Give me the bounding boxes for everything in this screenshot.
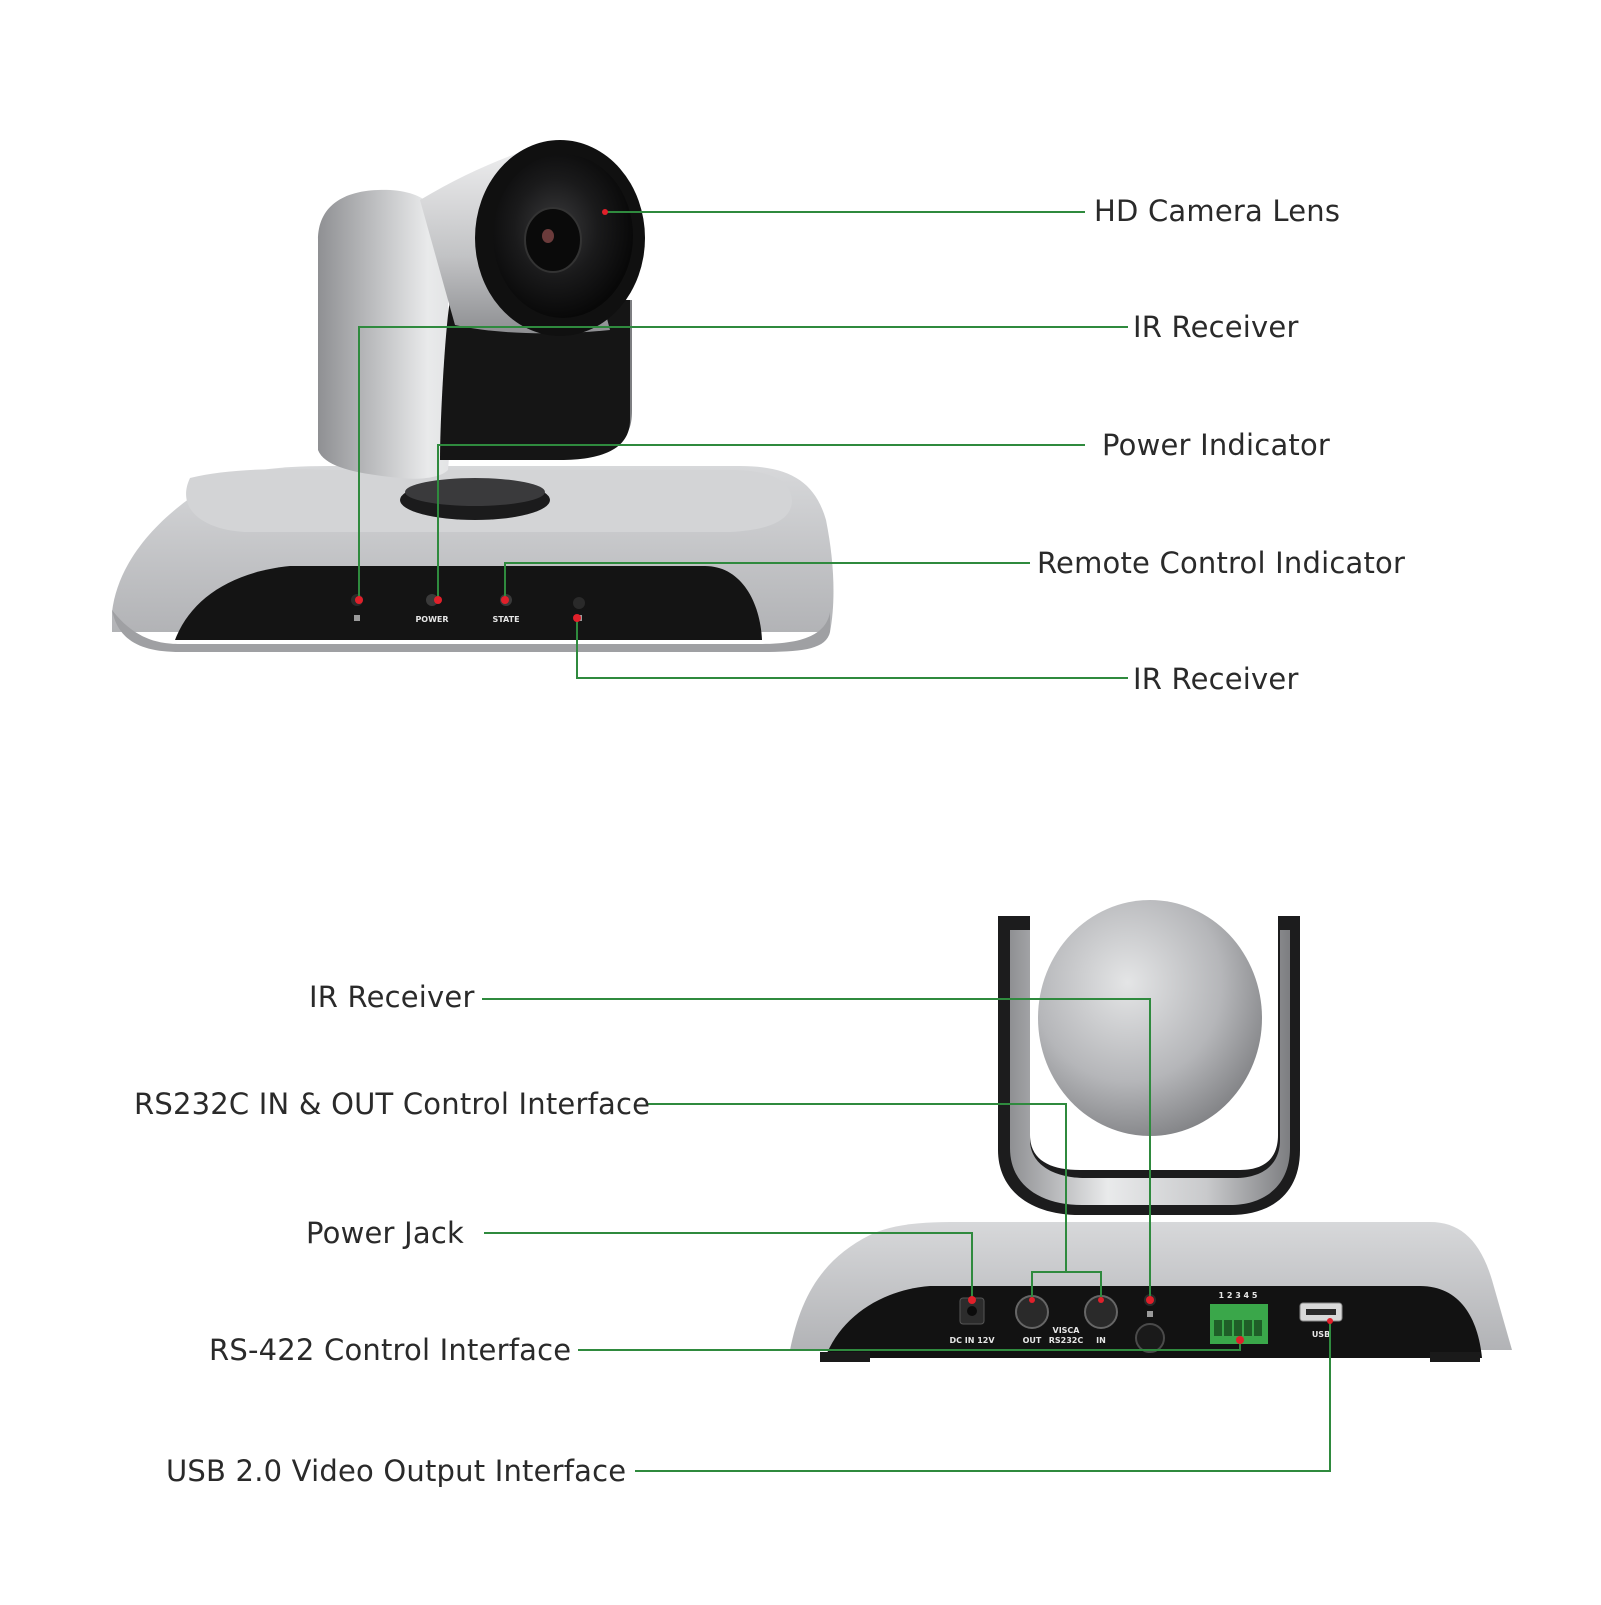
label-power-indicator: Power Indicator [1102, 428, 1331, 462]
visca-panel-label: VISCA [1053, 1326, 1081, 1335]
callout-line-power-jack [484, 1232, 973, 1300]
in-panel-label: IN [1096, 1336, 1106, 1345]
label-usb: USB 2.0 Video Output Interface [166, 1454, 627, 1488]
dc-in-panel-label: DC IN 12V [949, 1336, 995, 1345]
callout-line-ir-receiver [482, 998, 1151, 1300]
marker-usb [1327, 1318, 1333, 1324]
marker-out [1029, 1297, 1035, 1303]
marker-lens [602, 209, 608, 215]
marker-remote [501, 596, 509, 604]
callout-line-usb [635, 1321, 1331, 1472]
callout-line-remote [504, 562, 1030, 600]
label-hd-camera-lens: HD Camera Lens [1094, 194, 1341, 228]
marker-rs422 [1236, 1336, 1244, 1344]
marker-back-ir [1146, 1296, 1154, 1304]
label-power-jack: Power Jack [306, 1216, 464, 1250]
callout-line-power [437, 444, 1085, 600]
callout-line-rs232c-in [1066, 1271, 1102, 1300]
front-camera: POWER STATE [112, 140, 1128, 679]
marker-power [434, 596, 442, 604]
terminal-numbers: 1 2 3 4 5 [1219, 1291, 1258, 1300]
callout-line-ir-top [358, 326, 1128, 600]
front-callout-lines [358, 211, 1128, 679]
label-remote-control-indicator: Remote Control Indicator [1037, 546, 1406, 580]
marker-power-jack [968, 1296, 976, 1304]
marker-ir-bottom [573, 614, 581, 622]
back-markers [968, 1296, 1333, 1344]
power-led [426, 594, 438, 606]
label-rs232c: RS232C IN & OUT Control Interface [134, 1087, 651, 1121]
label-back-ir-receiver: IR Receiver [309, 980, 475, 1014]
callout-line-ir-bottom [576, 618, 1128, 679]
front-base-bottom-rim [112, 610, 830, 652]
ir-receiver-window-right [573, 597, 585, 609]
back-ports: DC IN 12V OUT IN VISCA RS232C 1 2 3 4 5 … [949, 1291, 1343, 1353]
label-rs422: RS-422 Control Interface [209, 1333, 572, 1367]
state-panel-label: STATE [492, 615, 519, 624]
power-panel-label: POWER [415, 615, 448, 624]
out-panel-label: OUT [1023, 1336, 1042, 1345]
label-ir-receiver-top: IR Receiver [1133, 310, 1299, 344]
marker-in [1098, 1297, 1104, 1303]
usb-panel-label: USB [1312, 1330, 1330, 1339]
rs232c-panel-label: RS232C [1049, 1336, 1084, 1345]
label-ir-receiver-bottom: IR Receiver [1133, 662, 1299, 696]
front-yoke [318, 189, 632, 479]
front-panel [175, 566, 762, 640]
front-markers [355, 209, 608, 622]
back-round-port [1135, 1323, 1165, 1353]
marker-ir-top [355, 596, 363, 604]
back-camera: DC IN 12V OUT IN VISCA RS232C 1 2 3 4 5 … [482, 900, 1512, 1472]
